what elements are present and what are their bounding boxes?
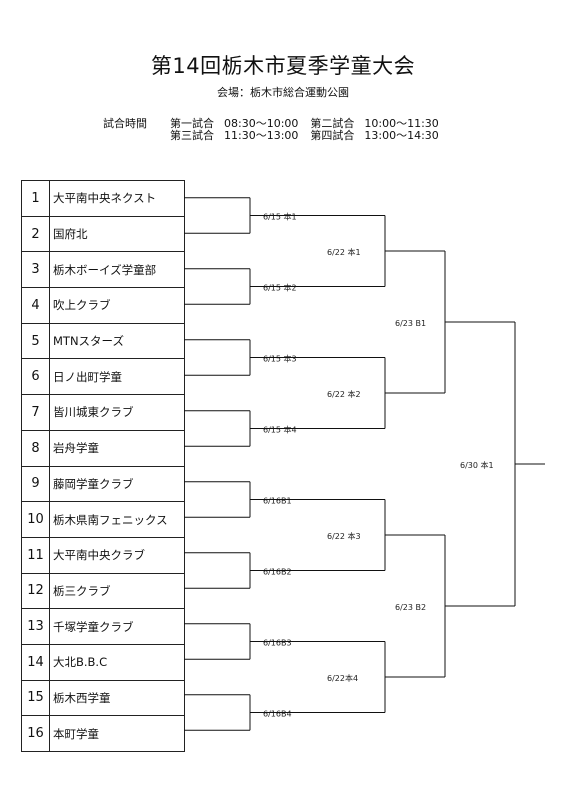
team-number: 10 [21, 501, 50, 538]
round2-match-label: 6/22 本2 [327, 389, 361, 399]
team-number: 2 [21, 215, 50, 253]
schedule-label: 試合時間 [103, 117, 147, 130]
match-time: 10:00～11:30 [364, 117, 439, 130]
match-name: 第四試合 [310, 129, 355, 142]
final-match-label: 6/30 本1 [460, 460, 494, 470]
team-name: 大北B.B.C [49, 643, 185, 681]
match-name: 第二試合 [310, 117, 355, 130]
match-time: 08:30～10:00 [224, 117, 299, 130]
round1-match-label: 6/16B3 [263, 639, 292, 648]
team-number: 15 [21, 679, 50, 717]
match-name: 第一試合 [170, 117, 214, 130]
round2-match-label: 6/22本4 [327, 673, 358, 683]
round1-match-label: 6/16B4 [263, 710, 292, 719]
match-time: 13:00～14:30 [364, 129, 439, 142]
venue-text: 会場：栃木市総合運動公園 [217, 86, 349, 99]
schedule-row: 第三試合 11:30～13:00 第四試合 13:00～14:30 [170, 130, 439, 142]
team-number: 16 [21, 715, 50, 752]
round1-match-label: 6/15 本1 [263, 212, 297, 222]
match-time: 11:30～13:00 [224, 129, 299, 142]
round1-match-label: 6/16B2 [263, 568, 292, 577]
team-name: 栃木西学童 [49, 679, 185, 717]
team-number: 11 [21, 536, 50, 574]
team-number: 3 [21, 251, 50, 289]
team-name: 大平南中央ネクスト [49, 180, 185, 217]
team-name: 本町学童 [49, 715, 185, 752]
round2-match-label: 6/22 本3 [327, 531, 361, 541]
round1-match-label: 6/15 本4 [263, 425, 297, 435]
page-title: 第14回栃木市夏季学童大会 [150, 54, 416, 78]
team-name: 栃木ボーイズ学童部 [49, 251, 185, 289]
round1-match-label: 6/16B1 [263, 497, 292, 506]
team-name: 日ノ出町学童 [49, 358, 185, 396]
round1-match-label: 6/15 本2 [263, 283, 297, 293]
round1-match-label: 6/15 本3 [263, 354, 297, 364]
team-name: MTNスターズ [49, 322, 185, 360]
team-number: 5 [21, 322, 50, 360]
round2-match-label: 6/22 本1 [327, 247, 361, 257]
team-name: 栃三クラブ [49, 572, 185, 610]
semifinal-match-label: 6/23 B2 [395, 603, 426, 612]
team-number: 6 [21, 358, 50, 396]
match-name: 第三試合 [170, 129, 214, 142]
team-name: 国府北 [49, 215, 185, 253]
team-name: 皆川城東クラブ [49, 394, 185, 431]
team-name: 岩舟学童 [49, 429, 185, 467]
semifinal-match-label: 6/23 B1 [395, 319, 426, 328]
team-number: 9 [21, 465, 50, 503]
team-name: 藤岡学童クラブ [49, 465, 185, 503]
schedule-row: 第一試合 08:30～10:00 第二試合 10:00～11:30 [170, 118, 439, 130]
team-name: 吹上クラブ [49, 287, 185, 324]
